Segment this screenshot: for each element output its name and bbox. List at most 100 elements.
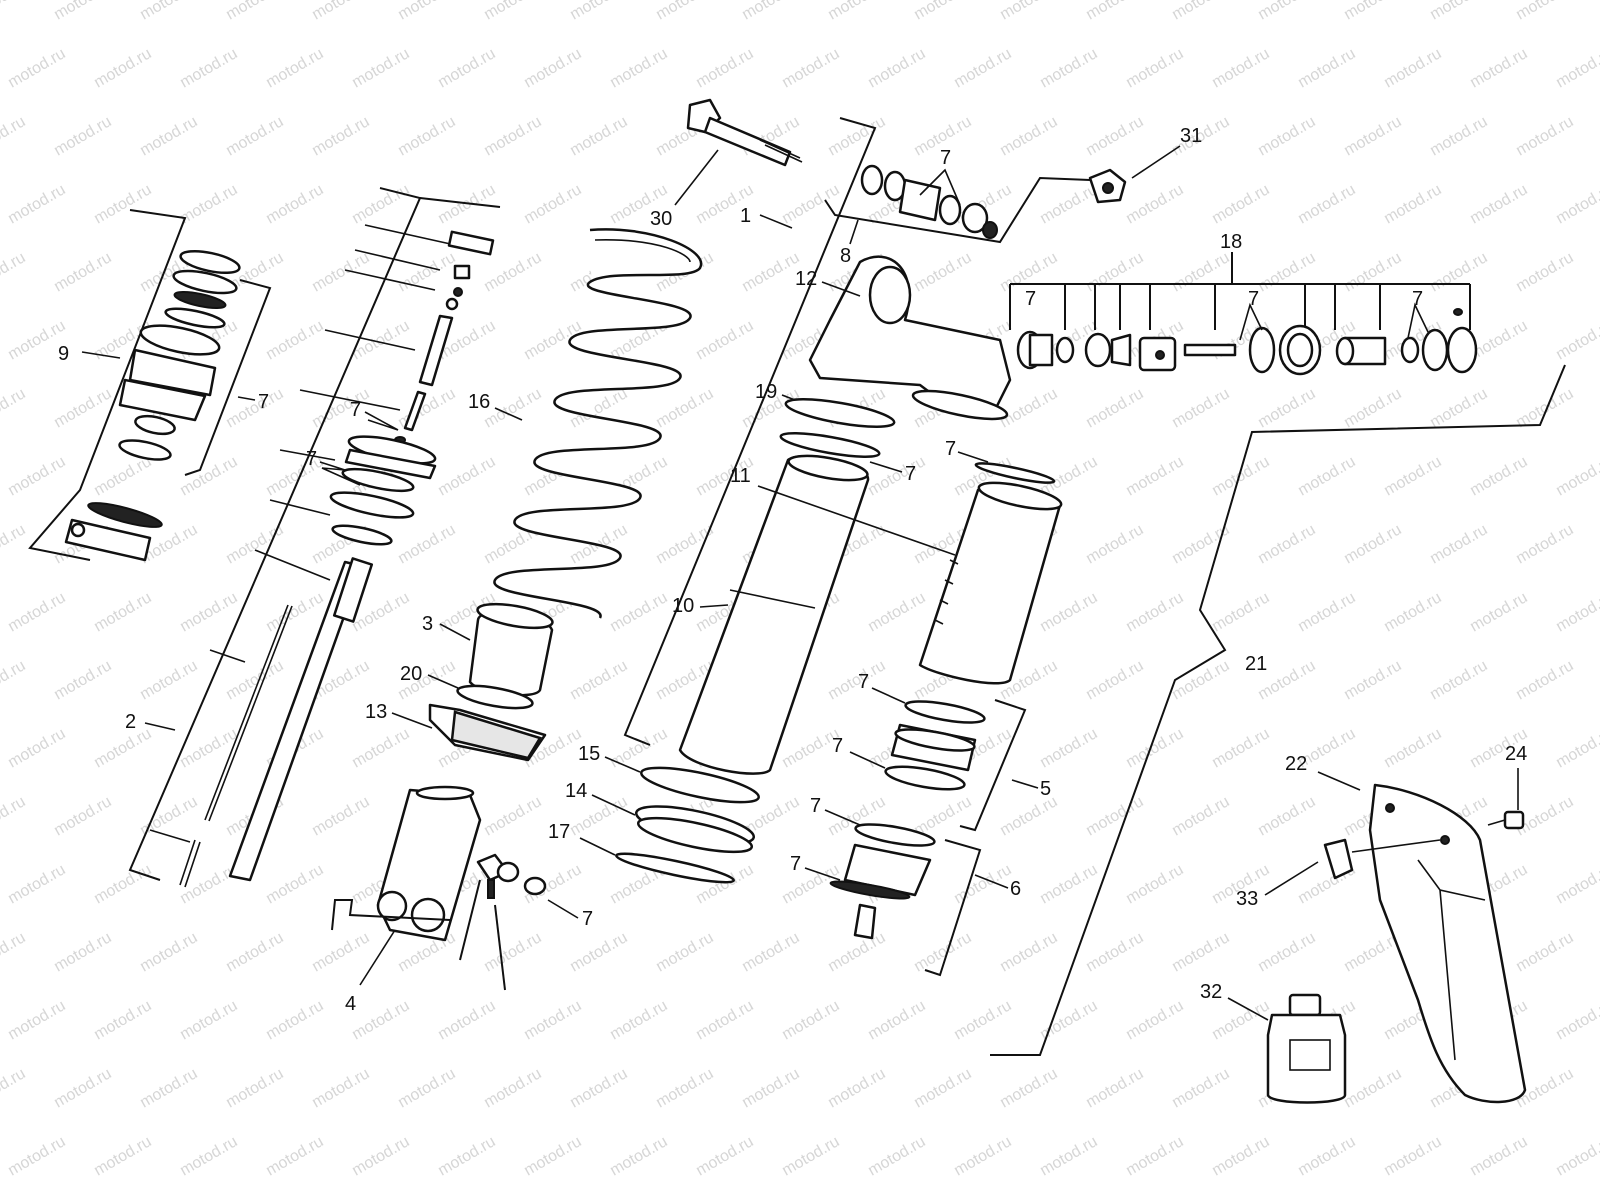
watermark-text: motod.ru bbox=[91, 1133, 154, 1179]
nut-31[interactable]: 31 bbox=[1088, 125, 1202, 204]
watermark-text: motod.ru bbox=[951, 1133, 1014, 1179]
callout-1[interactable]: 1 bbox=[740, 205, 751, 227]
ring-15[interactable]: 15 bbox=[578, 743, 761, 809]
watermark-text: motod.ru bbox=[779, 997, 842, 1043]
watermark-text: motod.ru bbox=[1169, 0, 1232, 23]
callout-7-g18c[interactable]: 7 bbox=[1412, 288, 1423, 310]
callout-7-g9[interactable]: 7 bbox=[258, 391, 269, 413]
callout-12[interactable]: 12 bbox=[795, 268, 817, 290]
oil-bottle-32[interactable]: 32 bbox=[1200, 981, 1347, 1104]
callout-18[interactable]: 18 bbox=[1220, 231, 1242, 253]
watermark-text: motod.ru bbox=[739, 0, 802, 23]
watermark-text: motod.ru bbox=[739, 249, 802, 295]
watermark-text: motod.ru bbox=[779, 45, 842, 91]
callout-7-g4[interactable]: 7 bbox=[582, 908, 593, 930]
part-group-5[interactable]: 7 7 5 bbox=[832, 671, 1051, 832]
callout-8[interactable]: 8 bbox=[840, 245, 851, 267]
callout-7-g8[interactable]: 7 bbox=[940, 147, 951, 169]
watermark-text: motod.ru bbox=[435, 45, 498, 91]
top-eye-12[interactable]: 12 bbox=[795, 255, 1012, 425]
watermark-text: motod.ru bbox=[1083, 657, 1146, 703]
bottom-eye-4[interactable]: 4 7 bbox=[331, 785, 593, 1015]
washer-20[interactable]: 20 bbox=[400, 663, 534, 712]
callout-20[interactable]: 20 bbox=[400, 663, 422, 685]
watermark-text: motod.ru bbox=[1467, 589, 1530, 635]
watermark-text: motod.ru bbox=[435, 453, 498, 499]
watermark-text: motod.ru bbox=[1513, 521, 1576, 567]
watermark-text: motod.ru bbox=[951, 45, 1014, 91]
clip-13[interactable]: 13 bbox=[365, 701, 547, 762]
watermark-text: motod.ru bbox=[1467, 181, 1530, 227]
ring-17[interactable]: 17 bbox=[548, 821, 735, 887]
bolt-24[interactable]: 24 bbox=[1487, 743, 1527, 830]
watermark-text: motod.ru bbox=[567, 929, 630, 975]
callout-32[interactable]: 32 bbox=[1200, 981, 1222, 1003]
watermark-text: motod.ru bbox=[567, 0, 630, 23]
callout-6[interactable]: 6 bbox=[1010, 878, 1021, 900]
callout-7-g2b[interactable]: 7 bbox=[306, 448, 317, 470]
watermark-text: motod.ru bbox=[1553, 589, 1600, 635]
callout-7-g18b[interactable]: 7 bbox=[1248, 288, 1259, 310]
callout-33[interactable]: 33 bbox=[1236, 888, 1258, 910]
callout-7-g11[interactable]: 7 bbox=[945, 438, 956, 460]
callout-15[interactable]: 15 bbox=[578, 743, 600, 765]
callout-7-g19[interactable]: 7 bbox=[905, 463, 916, 485]
callout-21[interactable]: 21 bbox=[1245, 653, 1267, 675]
bolt-30[interactable]: 30 bbox=[650, 98, 803, 230]
callout-11[interactable]: 11 bbox=[730, 465, 751, 487]
callout-22[interactable]: 22 bbox=[1285, 753, 1307, 775]
watermark-text: motod.ru bbox=[0, 929, 28, 975]
callout-4[interactable]: 4 bbox=[345, 993, 356, 1015]
watermark-text: motod.ru bbox=[177, 997, 240, 1043]
callout-7-g2a[interactable]: 7 bbox=[350, 399, 361, 421]
callout-14[interactable]: 14 bbox=[565, 780, 587, 802]
callout-7-g5a[interactable]: 7 bbox=[858, 671, 869, 693]
callout-7-g6b[interactable]: 7 bbox=[790, 853, 801, 875]
callout-7-g18a[interactable]: 7 bbox=[1025, 288, 1036, 310]
callout-7-g6a[interactable]: 7 bbox=[810, 795, 821, 817]
boot-11[interactable]: 7 11 bbox=[730, 438, 1063, 685]
watermark-text: motod.ru bbox=[177, 181, 240, 227]
callout-3[interactable]: 3 bbox=[422, 613, 433, 635]
callout-9[interactable]: 9 bbox=[58, 343, 69, 365]
callout-2[interactable]: 2 bbox=[125, 711, 136, 733]
callout-31[interactable]: 31 bbox=[1180, 125, 1202, 147]
spring-16[interactable]: 16 bbox=[468, 228, 703, 619]
callout-17[interactable]: 17 bbox=[548, 821, 570, 843]
part-group-6[interactable]: 7 7 6 bbox=[790, 795, 1021, 977]
bushing-set-8[interactable]: 7 8 bbox=[824, 147, 1091, 267]
watermark-text: motod.ru bbox=[349, 725, 412, 771]
watermark-text: motod.ru bbox=[1083, 929, 1146, 975]
callout-19[interactable]: 19 bbox=[755, 381, 777, 403]
watermark-text: motod.ru bbox=[1123, 997, 1186, 1043]
bracket-21[interactable]: 21 bbox=[990, 364, 1566, 1056]
watermark-text: motod.ru bbox=[1123, 45, 1186, 91]
watermark-text: motod.ru bbox=[1123, 861, 1186, 907]
watermark-text: motod.ru bbox=[653, 521, 716, 567]
watermark-text: motod.ru bbox=[1427, 113, 1490, 159]
part-group-2[interactable]: 2 7 7 bbox=[125, 187, 501, 888]
watermark-text: motod.ru bbox=[779, 1133, 842, 1179]
seal-ring-11a[interactable]: 7 bbox=[779, 428, 916, 485]
valve-group-18[interactable]: 18 7 7 7 bbox=[1009, 231, 1478, 376]
watermark-text: motod.ru bbox=[1209, 45, 1272, 91]
clip-33[interactable]: 33 bbox=[1236, 838, 1441, 910]
callout-7-g5b[interactable]: 7 bbox=[832, 735, 843, 757]
watermark-text: motod.ru bbox=[1123, 1133, 1186, 1179]
callout-24[interactable]: 24 bbox=[1505, 743, 1527, 765]
callout-13[interactable]: 13 bbox=[365, 701, 387, 723]
watermark-text: motod.ru bbox=[607, 1133, 670, 1179]
callout-30[interactable]: 30 bbox=[650, 208, 672, 230]
body-10[interactable]: 10 bbox=[672, 451, 870, 775]
callout-5[interactable]: 5 bbox=[1040, 778, 1051, 800]
callout-16[interactable]: 16 bbox=[468, 391, 490, 413]
mudguard-22[interactable]: 22 bbox=[1285, 753, 1527, 1104]
watermark-text: motod.ru bbox=[1341, 1065, 1404, 1111]
watermark-text: motod.ru bbox=[0, 793, 28, 839]
nut-14[interactable]: 14 bbox=[565, 780, 757, 859]
part-group-1[interactable]: 1 bbox=[623, 117, 877, 746]
callout-10[interactable]: 10 bbox=[672, 595, 694, 617]
watermark-text: motod.ru bbox=[1553, 45, 1600, 91]
ring-19[interactable]: 19 bbox=[755, 381, 896, 432]
part-group-9[interactable]: 9 7 bbox=[28, 209, 272, 562]
